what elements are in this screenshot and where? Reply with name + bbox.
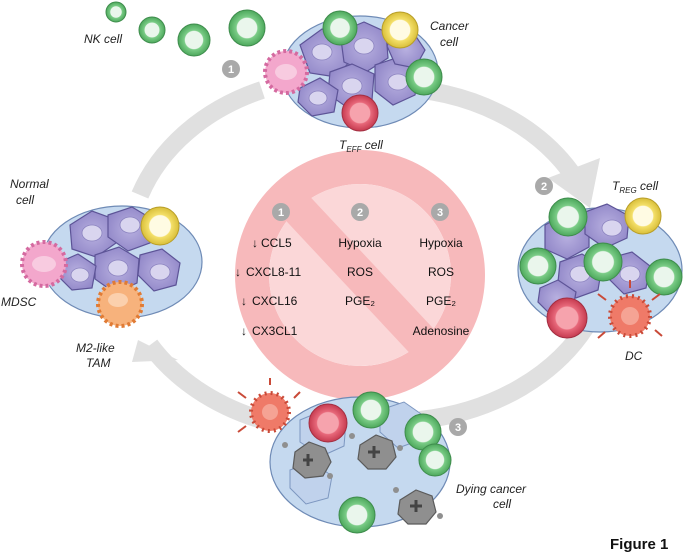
prohibition-sign-icon [235,150,485,400]
col1-item-1: CCL5 [261,236,292,250]
col3-item-4: Adenosine [413,324,470,338]
green-t-cell [405,58,443,96]
col2-item-3: PGE₂ [345,294,375,308]
label-dc: DC [625,349,643,363]
col3-item-3: PGE₂ [426,294,456,308]
col3-item-2: ROS [428,265,454,279]
pink-mdsc-cell-top [263,49,309,95]
teff-cell [341,94,379,132]
dying-cell-1 [282,441,333,479]
col2-item-1: Hypoxia [338,236,382,250]
cycle-arrow-head-left [132,340,178,362]
treg-green-1 [548,197,588,237]
dying-green-3 [418,443,452,477]
cancer-cell-cluster [263,10,443,132]
svg-text:2: 2 [541,181,547,193]
svg-text:3: 3 [437,207,443,219]
down-arrow-icon: ↓ [241,294,247,308]
label-treg-cell: TREG cell [612,179,658,195]
col1-item-2: CXCL8-11 [246,265,301,279]
dying-cell-2 [349,433,403,470]
ring-badge-1: 1 [222,60,240,78]
dying-green-1 [352,391,390,429]
cycle-arrow-head-right [548,158,600,208]
cycle-arrows [131,79,600,429]
svg-text:2: 2 [357,207,363,219]
nk-cell-3 [177,23,211,57]
nk-cell-4 [228,9,266,47]
dying-red [308,403,348,443]
svg-text:3: 3 [455,422,461,434]
table-header-3: 3 [431,203,449,221]
nk-cell-2 [138,16,166,44]
col1-item-3: CXCL16 [252,294,298,308]
dying-green-4 [338,496,376,534]
label-dying-cancer-line2: cell [493,497,511,511]
col1-item-4: CX3CL1 [252,324,298,338]
label-dying-cancer: Dying cancer [456,482,527,496]
treg-red [546,297,588,339]
down-arrow-icon: ↓ [235,265,241,279]
treg-green-4 [645,258,683,296]
yellow-t-cell [381,11,419,49]
label-normal-cell-line2: cell [16,193,34,207]
m2-tam-cell [96,280,144,328]
dying-cancer-cluster [237,378,452,534]
normal-cell-cluster [20,205,203,328]
label-mdsc: MDSC [1,295,37,309]
down-arrow-icon: ↓ [252,236,258,250]
col2-item-2: ROS [347,265,373,279]
ring-badge-3: 3 [449,418,467,436]
label-m2-tam-line2: TAM [86,356,110,370]
ring-badge-2: 2 [535,177,553,195]
treg-yellow [624,197,662,235]
figure-label: Figure 1 [610,536,668,553]
svg-text:1: 1 [278,207,284,219]
label-m2-tam: M2-like [76,341,115,355]
col3-factors: Hypoxia ROS PGE₂ Adenosine [413,236,470,338]
yellow-cell-normal [140,206,180,246]
label-nk-cell: NK cell [84,32,122,46]
mdsc-cell [20,240,68,288]
table-header-1: 1 [272,203,290,221]
col2-factors: Hypoxia ROS PGE₂ [338,236,382,308]
nk-cell-in-tumor [322,10,358,46]
col1-chemokines: ↓ CCL5 ↓ CXCL8-11 ↓ CXCL16 ↓ CX3CL1 [235,236,301,338]
dc-cell [597,280,663,339]
dying-cell-3 [393,487,443,525]
nk-cells [105,1,266,57]
dc-cell-bottom [237,378,301,433]
label-teff-cell: TEFF cell [339,138,383,154]
ring-badges: 1 2 3 [222,60,553,436]
label-normal-cell: Normal [10,177,49,191]
label-cancer-cell-line2: cell [440,35,458,49]
down-arrow-icon: ↓ [241,324,247,338]
table-header-2: 2 [351,203,369,221]
svg-text:1: 1 [228,64,234,76]
central-table: 1 2 3 ↓ CCL5 ↓ CXCL8-11 ↓ CXCL16 ↓ CX3CL… [235,203,470,338]
label-cancer-cell: Cancer [430,19,470,33]
treg-cell-cluster [517,197,683,339]
treg-green-3 [583,242,623,282]
treg-green-2 [519,247,557,285]
nk-cell-1 [105,1,127,23]
col3-item-1: Hypoxia [419,236,463,250]
